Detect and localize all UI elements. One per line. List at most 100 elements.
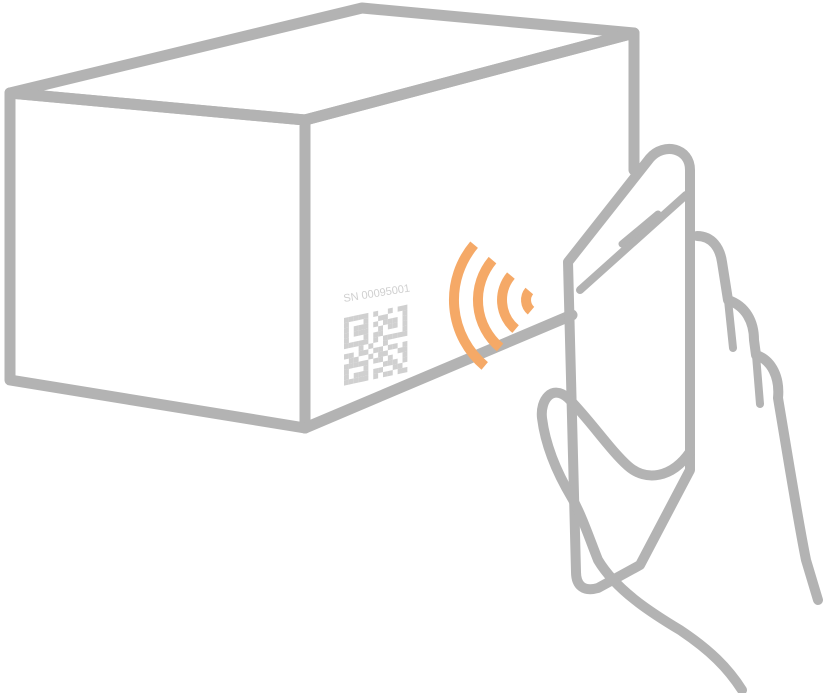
qr-module bbox=[373, 321, 379, 328]
qr-module bbox=[348, 315, 354, 323]
qr-module bbox=[397, 305, 403, 312]
qr-module bbox=[383, 339, 388, 347]
qr-module bbox=[383, 350, 388, 357]
qr-module bbox=[344, 316, 349, 324]
qr-module bbox=[358, 360, 364, 367]
qr-module bbox=[363, 312, 369, 320]
qr-module bbox=[387, 333, 393, 340]
qr-module bbox=[378, 330, 383, 337]
qr-module bbox=[392, 322, 398, 329]
qr-module bbox=[387, 318, 393, 325]
qr-module bbox=[402, 351, 408, 358]
qr-module bbox=[392, 343, 398, 350]
qr-module bbox=[344, 337, 349, 344]
qr-module bbox=[402, 330, 408, 337]
hand-finger-line-1 bbox=[724, 296, 737, 352]
qr-module bbox=[378, 314, 383, 322]
qr-module bbox=[344, 322, 349, 329]
qr-module bbox=[392, 317, 398, 324]
qr-module bbox=[353, 377, 359, 384]
qr-module bbox=[348, 378, 354, 385]
qr-module bbox=[358, 324, 364, 331]
qr-module bbox=[383, 313, 388, 321]
hand-fingers bbox=[692, 231, 823, 605]
package-box-icon bbox=[4, 2, 640, 434]
qr-module bbox=[402, 309, 408, 316]
qr-module bbox=[358, 371, 364, 378]
qr-module bbox=[363, 333, 369, 340]
qr-module bbox=[402, 314, 408, 322]
hand-thumb bbox=[536, 387, 747, 693]
qr-module bbox=[387, 354, 393, 361]
qr-module bbox=[363, 375, 369, 382]
qr-module bbox=[344, 374, 349, 381]
qr-module bbox=[383, 360, 388, 367]
qr-module bbox=[392, 358, 398, 365]
qr-module bbox=[358, 339, 364, 347]
qr-module bbox=[363, 359, 369, 366]
qr-module bbox=[368, 353, 374, 360]
qr-module bbox=[353, 372, 359, 379]
qr-module bbox=[348, 357, 354, 364]
qr-module bbox=[378, 325, 383, 332]
qr-module bbox=[344, 363, 349, 370]
qr-module bbox=[363, 338, 369, 346]
qr-module bbox=[348, 341, 354, 349]
qr-module bbox=[378, 366, 383, 374]
qr-module bbox=[378, 351, 383, 358]
phone-screen-edge bbox=[576, 191, 690, 294]
qr-module bbox=[402, 340, 408, 348]
qr-module bbox=[363, 349, 369, 356]
qr-module bbox=[392, 332, 398, 339]
qr-module bbox=[358, 345, 364, 352]
qr-module bbox=[373, 347, 379, 354]
qr-module bbox=[387, 359, 393, 366]
qr-module bbox=[363, 370, 369, 377]
hand-finger-line-2 bbox=[752, 351, 764, 408]
qr-module bbox=[363, 318, 369, 325]
qr-module bbox=[358, 376, 364, 383]
qr-module bbox=[353, 330, 359, 337]
qr-module bbox=[353, 325, 359, 332]
qr-module bbox=[344, 327, 349, 334]
hand-thumb-outline bbox=[536, 387, 747, 693]
qr-module bbox=[373, 357, 379, 364]
qr-module bbox=[397, 367, 403, 375]
qr-module bbox=[353, 361, 359, 368]
qr-module bbox=[387, 370, 393, 377]
nfc-signal-arc bbox=[448, 241, 488, 370]
phone-speaker bbox=[618, 210, 662, 248]
qr-module bbox=[344, 379, 349, 386]
hand-icon bbox=[692, 231, 823, 605]
qr-module bbox=[353, 314, 359, 322]
qr-module bbox=[397, 362, 403, 370]
qr-module bbox=[378, 346, 383, 353]
qr-module bbox=[373, 336, 379, 343]
qr-module bbox=[353, 356, 359, 363]
smartphone-icon bbox=[563, 144, 695, 595]
qr-module bbox=[383, 334, 388, 341]
phone-body bbox=[563, 144, 695, 595]
qr-module bbox=[387, 323, 393, 330]
qr-module bbox=[397, 347, 403, 354]
qr-module bbox=[363, 323, 369, 330]
qr-module bbox=[358, 350, 364, 357]
qr-module bbox=[368, 342, 374, 350]
qr-module bbox=[402, 320, 408, 327]
qr-module bbox=[363, 364, 369, 372]
qr-module bbox=[402, 366, 408, 374]
qr-module bbox=[392, 363, 398, 371]
qr-module bbox=[373, 331, 379, 338]
serial-number: SN 00095001 bbox=[343, 283, 411, 305]
qr-module bbox=[373, 373, 379, 380]
product-label: SN 00095001 bbox=[343, 283, 411, 386]
qr-module bbox=[348, 362, 354, 369]
nfc-signal-arc bbox=[472, 256, 504, 352]
qr-module bbox=[344, 368, 349, 376]
qr-module bbox=[402, 356, 408, 363]
box-bottom-edge bbox=[299, 309, 578, 434]
qr-module bbox=[383, 319, 388, 326]
qr-module bbox=[397, 331, 403, 338]
box-side-face bbox=[299, 27, 640, 176]
